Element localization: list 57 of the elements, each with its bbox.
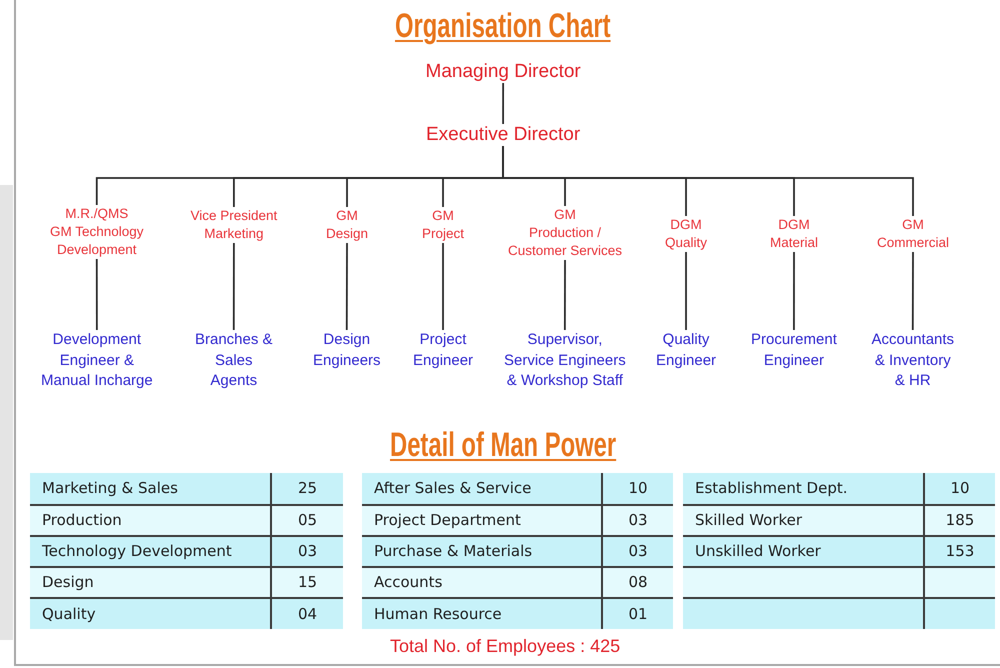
staff-group: Supervisor, Service Engineers & Workshop Staff xyxy=(504,330,626,392)
position-title: DGM Material xyxy=(770,216,818,252)
table-cell: Purchase & Materials xyxy=(362,535,603,566)
staff-group: Development Engineer & Manual Incharge xyxy=(41,330,153,392)
connector-line xyxy=(502,83,504,124)
connector-line xyxy=(232,243,235,330)
table-cell: Human Resource xyxy=(362,597,603,629)
table-cell: Unskilled Worker xyxy=(683,535,925,566)
table-cell: 10 xyxy=(603,473,673,504)
position-title: DGM Quality xyxy=(665,216,708,252)
table-cell: Accounts xyxy=(362,566,603,597)
connector-line xyxy=(564,260,566,330)
total-note: Total No. of Employees : 425 xyxy=(390,635,620,657)
table-cell: 185 xyxy=(925,504,995,535)
connector-line xyxy=(346,243,348,330)
table-cell: 15 xyxy=(272,566,343,597)
connector-line xyxy=(502,146,914,216)
position-title: Executive Director xyxy=(426,124,580,146)
table-cell: Project Department xyxy=(362,504,603,535)
table-cell: 03 xyxy=(603,504,673,535)
section-heading: Detail of Man Power xyxy=(390,428,616,462)
table-cell: Technology Development xyxy=(30,535,272,566)
chart-title: Organisation Chart xyxy=(395,9,611,43)
table-cell: 03 xyxy=(603,535,673,566)
staff-group: Quality Engineer xyxy=(656,330,716,371)
position-title: Managing Director xyxy=(426,61,581,83)
position-title: GM Production / Customer Services xyxy=(508,206,622,260)
staff-group: Project Engineer xyxy=(413,330,474,371)
table-cell: 10 xyxy=(925,473,995,504)
table-cell: 03 xyxy=(272,535,343,566)
connector-line xyxy=(96,259,98,330)
table-cell: Skilled Worker xyxy=(683,504,925,535)
connector-line xyxy=(442,243,444,330)
position-title: GM Design xyxy=(326,207,368,243)
table-cell: 08 xyxy=(603,566,673,597)
table-cell: Establishment Dept. xyxy=(683,473,925,504)
staff-group: Procurement Engineer xyxy=(751,330,837,371)
table-cell: 05 xyxy=(272,504,343,535)
position-title: M.R./QMS GM Technology Development xyxy=(50,205,144,259)
table-cell: After Sales & Service xyxy=(362,473,603,504)
table-cell: Quality xyxy=(30,597,272,629)
staff-group: Accountants & Inventory & HR xyxy=(872,330,954,392)
connector-line xyxy=(793,252,795,330)
table-cell: 04 xyxy=(272,597,343,629)
position-title: GM Project xyxy=(422,207,464,243)
position-title: GM Commercial xyxy=(877,216,950,252)
position-title: Vice President Marketing xyxy=(190,207,278,243)
table-cell: Production xyxy=(30,504,272,535)
table-cell: 01 xyxy=(603,597,673,629)
table-cell: Design xyxy=(30,566,272,597)
staff-group: Branches & Sales Agents xyxy=(195,330,273,392)
table-cell: 25 xyxy=(272,473,343,504)
staff-group: Design Engineers xyxy=(313,330,381,371)
connector-line xyxy=(912,252,914,330)
table-cell: 153 xyxy=(925,535,995,566)
connector-line xyxy=(685,252,687,330)
table-cell: Marketing & Sales xyxy=(30,473,272,504)
